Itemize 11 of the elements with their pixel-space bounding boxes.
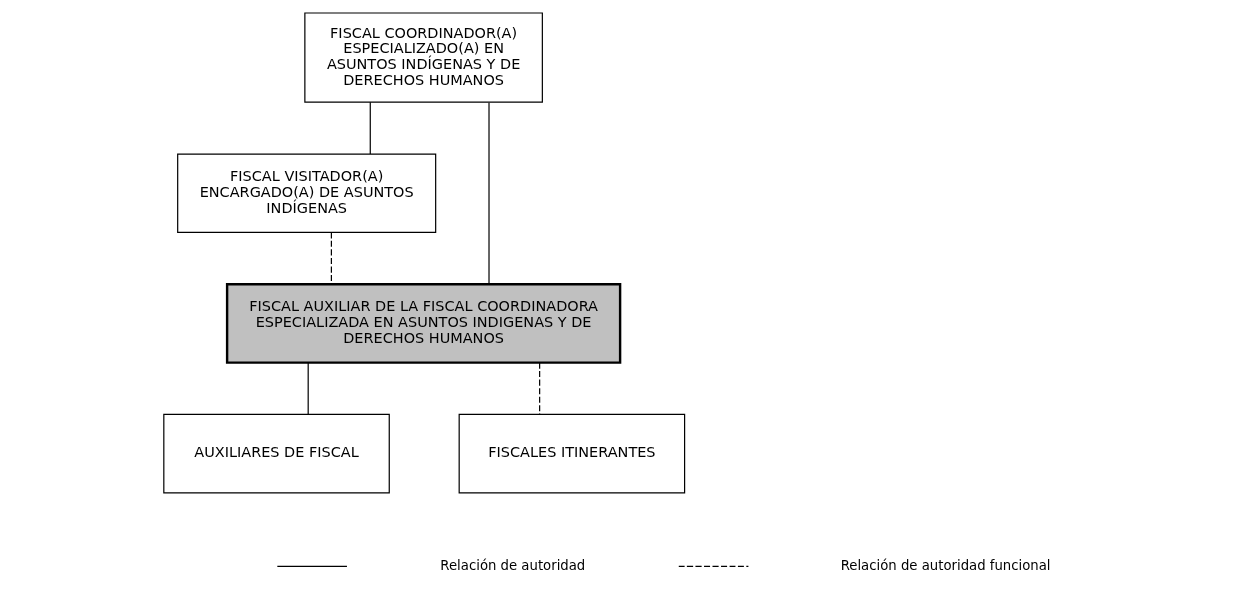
- legend-label: Relación de autoridad funcional: [840, 557, 1051, 573]
- node-box: FISCAL AUXILIAR DE LA FISCAL COORDINADORA ESPECIALIZADA EN ASUNTOS INDIGENAS Y DE DERECHOS HUMANOS: [225, 283, 621, 364]
- connector: [307, 362, 309, 415]
- node-box: FISCAL VISITADOR(A) ENCARGADO(A) DE ASUNTOS INDÍGENAS: [176, 153, 436, 233]
- legend-label: Relación de autoridad: [439, 557, 585, 573]
- node-box: FISCALES ITINERANTES: [458, 413, 685, 494]
- connector: [369, 101, 371, 155]
- node-box: FISCAL COORDINADOR(A) ESPECIALIZADO(A) EN ASUNTOS INDÍGENAS Y DE DERECHOS HUMANOS: [303, 12, 543, 103]
- connector: [538, 362, 540, 415]
- node-box: AUXILIARES DE FISCAL: [162, 413, 390, 494]
- connector: [487, 102, 490, 285]
